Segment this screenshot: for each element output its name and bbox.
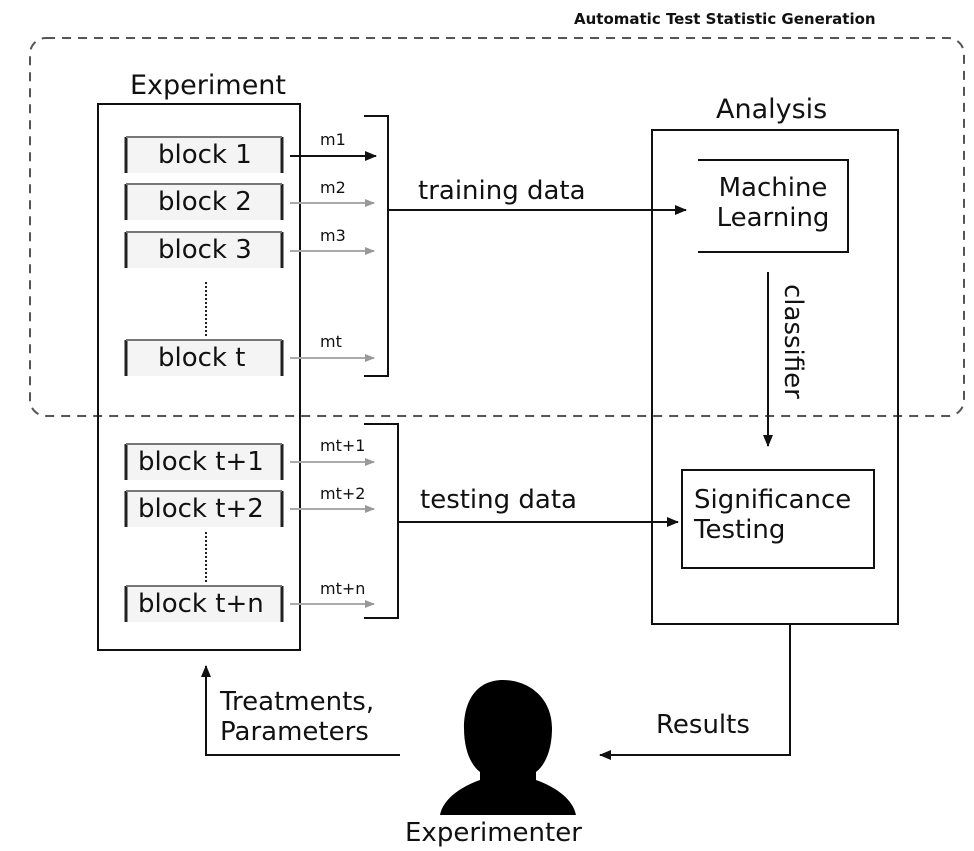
block-t-label: block t <box>158 343 246 373</box>
testing-block-t-plus-2 <box>124 490 284 527</box>
significance-testing-line2: Testing <box>694 514 786 545</box>
m3-label: m3 <box>320 226 346 245</box>
automatic-generation-region <box>29 37 965 417</box>
region-label: Automatic Test Statistic Generation <box>574 10 876 28</box>
mt-label: mt <box>320 332 342 351</box>
testing-block-t-plus-n <box>124 585 284 622</box>
parameters-line: Parameters <box>220 716 369 747</box>
feedback-arrow <box>201 665 400 756</box>
classifier-label: classifier <box>778 284 808 399</box>
testing-block-t-plus-1 <box>124 443 284 480</box>
experiment-box <box>97 103 301 651</box>
significance-testing-label: Significance Testing <box>694 485 852 546</box>
training-data-label: training data <box>418 176 586 206</box>
testing-ellipsis <box>205 532 207 582</box>
block-3-label: block 3 <box>158 235 252 265</box>
testing-data-label: testing data <box>420 485 577 515</box>
machine-learning-line2: Learning <box>716 202 830 233</box>
significance-testing-line1: Significance <box>694 485 852 515</box>
experimenter-label: Experimenter <box>405 818 582 848</box>
feedback-label: Treatments, Parameters <box>220 687 375 748</box>
block-1-label: block 1 <box>158 140 252 170</box>
testing-bracket <box>364 423 399 619</box>
machine-learning-line1: Machine <box>718 173 828 203</box>
significance-testing-box <box>681 469 875 569</box>
training-block-2 <box>124 183 284 220</box>
training-ellipsis <box>205 282 207 336</box>
person-silhouette-icon <box>440 680 576 815</box>
training-block-3 <box>124 231 284 268</box>
mt2-label: mt+2 <box>320 484 366 503</box>
training-block-t <box>124 339 284 376</box>
machine-learning-box <box>698 159 849 253</box>
block-2-label: block 2 <box>158 187 252 217</box>
treatments-line: Treatments, <box>220 687 375 717</box>
mtn-label: mt+n <box>320 579 366 598</box>
experiment-title: Experiment <box>130 70 287 101</box>
machine-learning-label: Machine Learning <box>708 173 838 234</box>
mt1-label: mt+1 <box>320 436 366 455</box>
analysis-box <box>651 129 899 625</box>
training-block-1 <box>124 136 284 173</box>
m2-label: m2 <box>320 178 346 197</box>
block-tn-label: block t+n <box>138 589 264 619</box>
block-t2-label: block t+2 <box>138 494 264 524</box>
analysis-title: Analysis <box>716 94 828 125</box>
results-arrow <box>599 624 791 760</box>
training-bracket <box>364 115 389 377</box>
block-t1-label: block t+1 <box>138 447 264 477</box>
results-label: Results <box>656 710 750 740</box>
m1-label: m1 <box>320 130 346 149</box>
